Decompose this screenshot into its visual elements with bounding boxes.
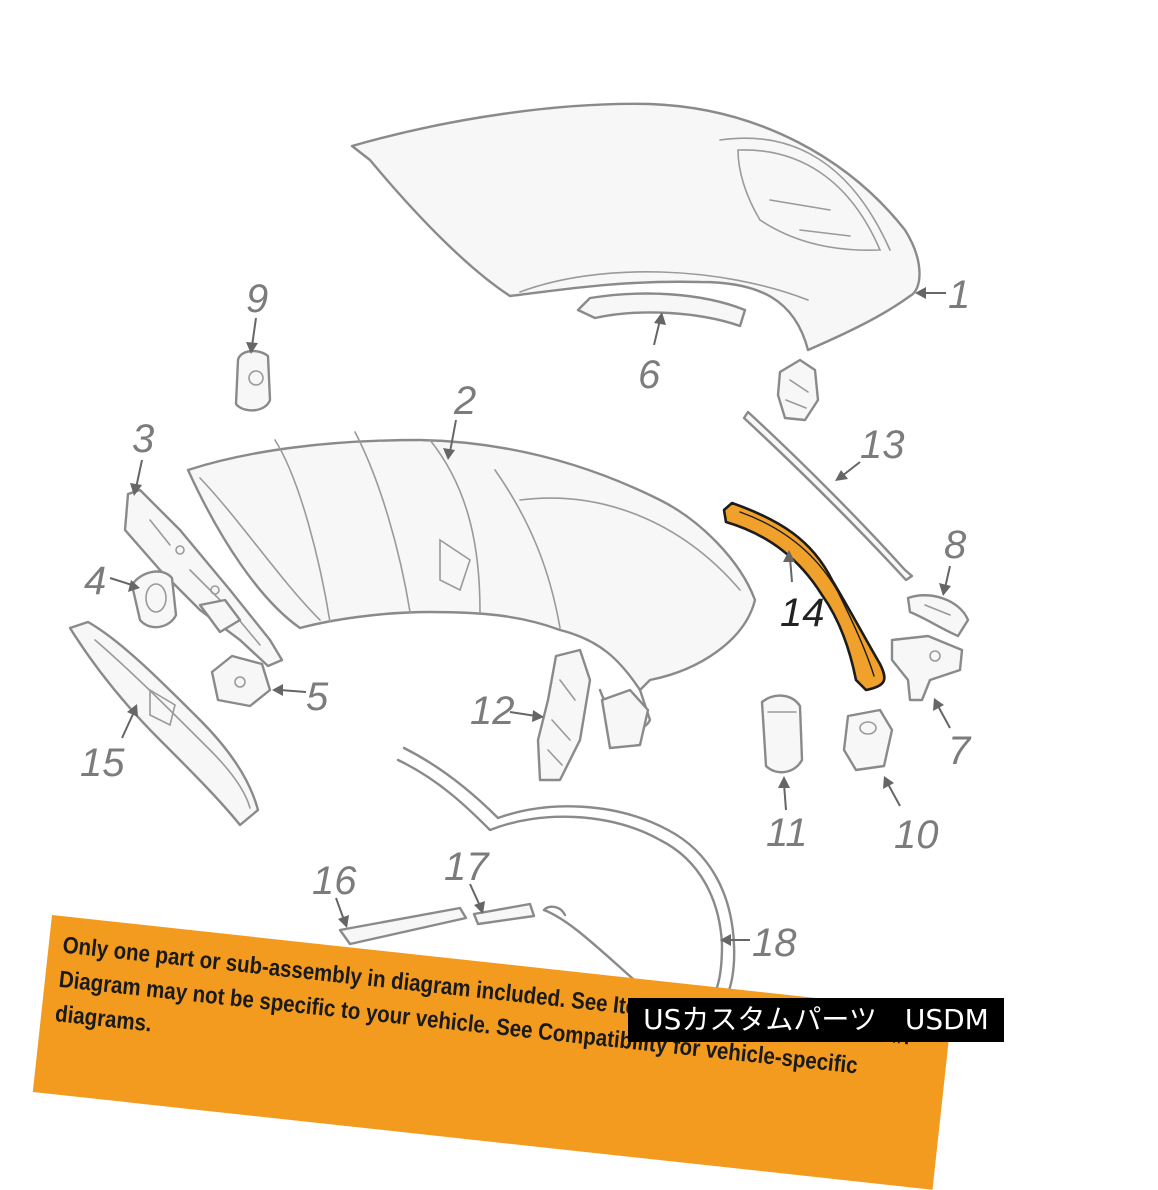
part-9-cap[interactable] [234, 349, 272, 412]
callout-2: 2 [453, 379, 476, 423]
callout-18: 18 [752, 921, 797, 965]
part-1-roof-shell[interactable] [350, 102, 921, 422]
part-10-block[interactable] [842, 708, 894, 772]
part-4-hinge-plate[interactable] [130, 570, 178, 629]
callout-1: 1 [948, 273, 970, 317]
callout-4: 4 [84, 559, 106, 603]
callout-3: 3 [132, 417, 154, 461]
part-6-rail-channel[interactable] [576, 292, 747, 328]
callout-5: 5 [306, 675, 329, 719]
part-5-bracket[interactable] [210, 654, 272, 708]
callout-12: 12 [470, 689, 515, 733]
callout-10: 10 [894, 813, 939, 857]
part-12-latch-bracket[interactable] [536, 648, 592, 782]
callout-15: 15 [80, 741, 125, 785]
part-15-side-trim[interactable] [68, 620, 260, 827]
callout-7: 7 [948, 729, 972, 773]
part-14-highlighted-seal[interactable] [722, 501, 886, 692]
part-11-cover[interactable] [760, 694, 804, 774]
callout-9: 9 [246, 277, 268, 321]
parts-diagram: 1 2 3 4 5 6 7 8 9 10 11 12 13 14 15 16 1… [68, 102, 972, 1000]
callout-17: 17 [444, 845, 490, 889]
part-7-mount[interactable] [890, 634, 964, 702]
leader-lines [109, 287, 951, 946]
shop-watermark: USカスタムパーツ USDM [628, 998, 1004, 1042]
part-2-top-frame[interactable] [186, 431, 757, 750]
callout-14: 14 [780, 591, 825, 635]
part-8-clip[interactable] [906, 594, 970, 638]
part-16-trim-strip[interactable] [338, 906, 468, 946]
callout-11: 11 [766, 811, 808, 855]
callout-8: 8 [944, 523, 967, 567]
part-3-side-bracket[interactable] [123, 488, 284, 668]
callout-16: 16 [312, 859, 357, 903]
part-13-weatherstrip[interactable] [742, 410, 914, 582]
callout-6: 6 [638, 353, 661, 397]
callout-13: 13 [860, 423, 905, 467]
callout-labels: 1 2 3 4 5 6 7 8 9 10 11 12 13 14 15 16 1… [80, 273, 972, 965]
part-17-trim-strip[interactable] [472, 902, 536, 926]
